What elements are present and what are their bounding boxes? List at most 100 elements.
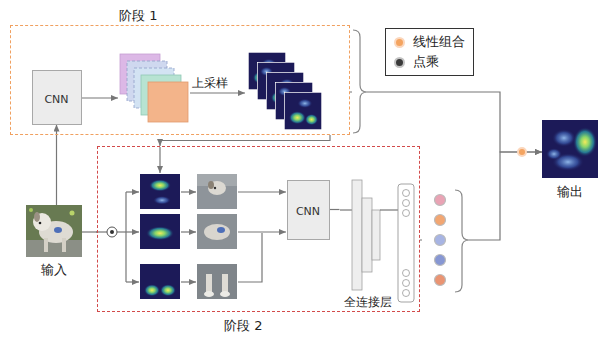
part-heatmaps — [140, 174, 180, 209]
crop-wires — [238, 233, 262, 282]
stage-heading: 阶段 1 — [119, 8, 157, 23]
legend-text: 线性组合 — [413, 34, 465, 50]
weight-circles — [422, 186, 469, 296]
box-label: CNN — [296, 205, 320, 218]
fc-layers — [380, 209, 398, 210]
feature-vector — [403, 280, 410, 287]
part-crops — [197, 264, 237, 299]
part-crops — [197, 174, 237, 299]
input-photo — [62, 238, 66, 252]
weight-circles — [435, 195, 446, 206]
output-heatmap — [542, 120, 598, 178]
stage-brace — [352, 28, 367, 136]
feature-maps — [148, 82, 188, 122]
legend-box: 线性组合点乘 — [385, 28, 474, 76]
input-photo — [44, 238, 48, 252]
legend-swatch — [394, 37, 405, 48]
input-wires — [126, 231, 139, 232]
fc-layers — [372, 210, 380, 260]
feature-vector — [403, 200, 410, 207]
weight-circles — [435, 235, 446, 246]
fc-layers — [340, 180, 398, 290]
crop-wires — [181, 231, 196, 232]
legend-row: 线性组合 — [394, 32, 465, 52]
input-photo — [26, 205, 82, 257]
output-heatmap — [542, 120, 598, 178]
stage-region: 阶段 1CNN — [10, 25, 350, 135]
cnn-box: CNN — [32, 70, 82, 125]
connector-arrow — [82, 231, 97, 232]
text-holder: 输入 — [26, 259, 82, 278]
crop-wires — [181, 191, 196, 192]
text-holder: 阶段 2 — [224, 315, 262, 334]
crop-wires — [181, 281, 196, 282]
input-photo — [29, 208, 33, 212]
part-crops — [197, 214, 237, 249]
input-wires — [126, 191, 139, 192]
input-photo — [54, 227, 62, 233]
fc-layer: 全连接层 — [340, 178, 396, 310]
text-holder: CNN — [296, 200, 320, 219]
cnn-box: CNN — [287, 180, 330, 240]
legend-text: 点乘 — [413, 54, 439, 70]
feature-arrow — [82, 97, 118, 98]
stage-region: 阶段 2CNN全连接层 — [97, 146, 420, 312]
box-label: CNN — [44, 93, 68, 106]
connector-arrow — [160, 135, 330, 146]
linear-combination-symbol — [518, 148, 526, 156]
weight-circles — [435, 255, 446, 266]
input-photo — [70, 211, 75, 216]
feature-vector — [403, 210, 410, 217]
heatmap-stack — [248, 52, 322, 130]
heatmap-stack — [284, 92, 322, 130]
dot-product-symbol — [107, 227, 117, 237]
text-holder: CNN — [44, 88, 68, 107]
stage-brace — [353, 30, 367, 133]
weight-circles — [455, 190, 469, 292]
fc-layers — [340, 209, 352, 210]
input-image: 输入 — [26, 205, 82, 278]
output-image: 输出 — [542, 120, 598, 200]
weight-circles — [435, 275, 446, 286]
part-crops — [197, 174, 237, 209]
feature-vector — [403, 190, 410, 197]
crop-wires — [238, 231, 286, 232]
upsample-arrow — [190, 92, 245, 93]
caption-label: 输出 — [557, 184, 583, 199]
input-wires — [159, 147, 160, 173]
dot-product-symbol — [110, 230, 114, 234]
caption-label: 全连接层 — [344, 295, 392, 309]
input-wires — [117, 231, 126, 232]
input-wires — [126, 281, 139, 282]
part-heatmaps — [140, 214, 180, 249]
connector-arrow — [350, 92, 542, 152]
linear-combination-symbol — [518, 148, 526, 156]
caption-label: 输入 — [41, 262, 67, 277]
input-wires — [125, 192, 126, 282]
feature-vector — [403, 290, 410, 297]
feature-vector — [403, 270, 410, 277]
input-photo — [33, 213, 51, 231]
input-photo — [34, 212, 40, 222]
legend-swatch — [394, 57, 405, 68]
part-heatmaps — [140, 174, 180, 299]
legend-row: 点乘 — [394, 52, 465, 72]
input-photo — [39, 222, 42, 225]
stage-heading: 阶段 2 — [224, 318, 262, 333]
weight-circles — [435, 215, 446, 226]
dot-product-symbol — [107, 227, 117, 237]
upsample-arrow — [190, 93, 245, 94]
label-holder: 上采样 — [192, 72, 228, 91]
text-holder: 输出 — [542, 181, 598, 200]
fc-layers — [362, 198, 372, 272]
stage-brace — [352, 28, 367, 136]
step-label: 上采样 — [192, 76, 228, 90]
text-holder: 全连接层 — [340, 291, 396, 310]
crop-wires — [238, 191, 286, 192]
connector-arrow — [330, 209, 340, 210]
weight-circles — [422, 186, 469, 296]
text-holder: 阶段 1 — [119, 5, 157, 24]
feature-vector — [398, 184, 414, 302]
